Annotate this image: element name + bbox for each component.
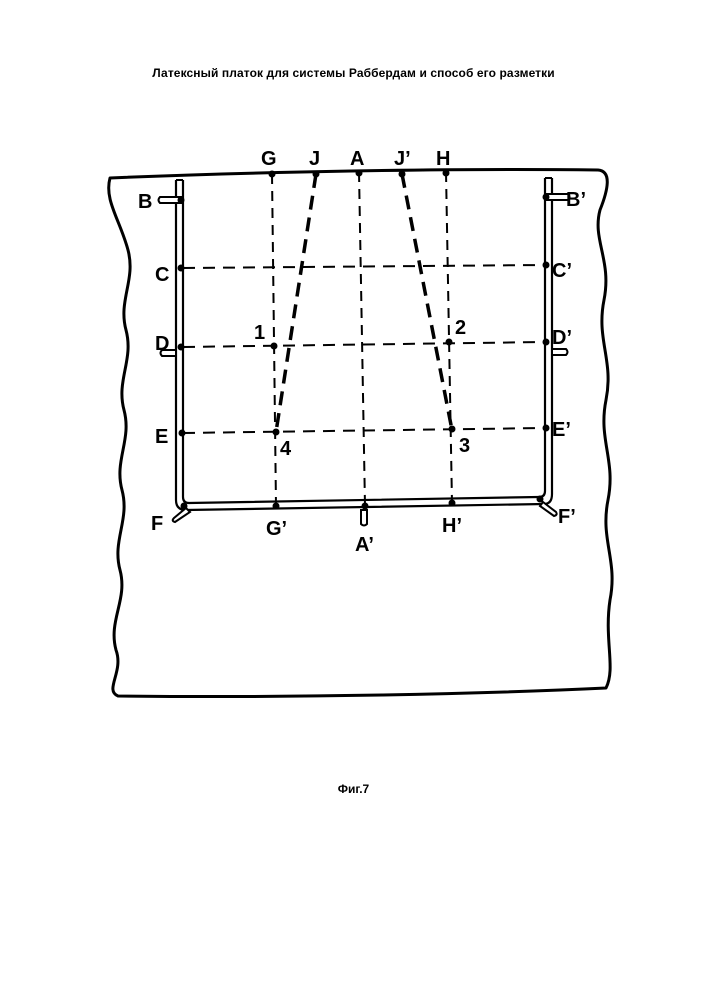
line-g-g-prime bbox=[272, 174, 276, 506]
label-e-prime: E’ bbox=[552, 419, 571, 441]
figure-caption: Фиг.7 bbox=[0, 782, 707, 796]
line-j-4 bbox=[276, 174, 316, 432]
point-j bbox=[313, 171, 320, 178]
pin-a-prime bbox=[361, 510, 367, 526]
label-d: D bbox=[155, 333, 169, 355]
point-h bbox=[443, 170, 450, 177]
label-a: A bbox=[350, 148, 364, 170]
label-e: E bbox=[155, 426, 168, 448]
point-c bbox=[178, 265, 185, 272]
label-g: G bbox=[261, 148, 277, 170]
line-a-a-prime bbox=[359, 172, 365, 506]
point-d bbox=[178, 344, 185, 351]
label-c: C bbox=[155, 264, 169, 286]
label-h-prime: H’ bbox=[442, 515, 462, 537]
point-h-prime bbox=[449, 500, 456, 507]
point-a-prime bbox=[362, 503, 369, 510]
label-a-prime: A’ bbox=[355, 534, 374, 556]
label-j: J bbox=[309, 148, 320, 170]
line-c-c-prime bbox=[183, 265, 545, 268]
point-j-prime bbox=[399, 171, 406, 178]
point-e bbox=[179, 430, 186, 437]
label-j-prime: J’ bbox=[394, 148, 411, 170]
pin-d-prime bbox=[552, 349, 568, 355]
label-f-prime: F’ bbox=[558, 506, 576, 528]
point-b bbox=[178, 197, 185, 204]
label-f: F bbox=[151, 513, 163, 535]
label-g-prime: G’ bbox=[266, 518, 287, 540]
line-h-h-prime bbox=[446, 172, 452, 503]
point-g-prime bbox=[273, 503, 280, 510]
point-e-prime bbox=[543, 425, 550, 432]
label-b: B bbox=[138, 191, 152, 213]
point-a bbox=[356, 170, 363, 177]
point-d-prime bbox=[543, 339, 550, 346]
line-d-d-prime bbox=[183, 342, 545, 347]
point-c-prime bbox=[543, 262, 550, 269]
label-1: 1 bbox=[254, 322, 265, 344]
point-3 bbox=[449, 426, 456, 433]
point-g bbox=[269, 171, 276, 178]
point-4 bbox=[273, 429, 280, 436]
line-j-prime-3 bbox=[402, 174, 452, 430]
label-b-prime: B’ bbox=[566, 189, 586, 211]
point-f bbox=[181, 503, 188, 510]
label-4: 4 bbox=[280, 438, 292, 460]
label-c-prime: C’ bbox=[552, 260, 572, 282]
label-3: 3 bbox=[459, 435, 470, 457]
label-h: H bbox=[436, 148, 450, 170]
frame-inner bbox=[183, 178, 545, 503]
label-2: 2 bbox=[455, 317, 466, 339]
label-d-prime: D’ bbox=[552, 327, 572, 349]
point-2 bbox=[446, 339, 453, 346]
point-1 bbox=[271, 343, 278, 350]
point-b-prime bbox=[543, 194, 550, 201]
point-f-prime bbox=[537, 496, 544, 503]
